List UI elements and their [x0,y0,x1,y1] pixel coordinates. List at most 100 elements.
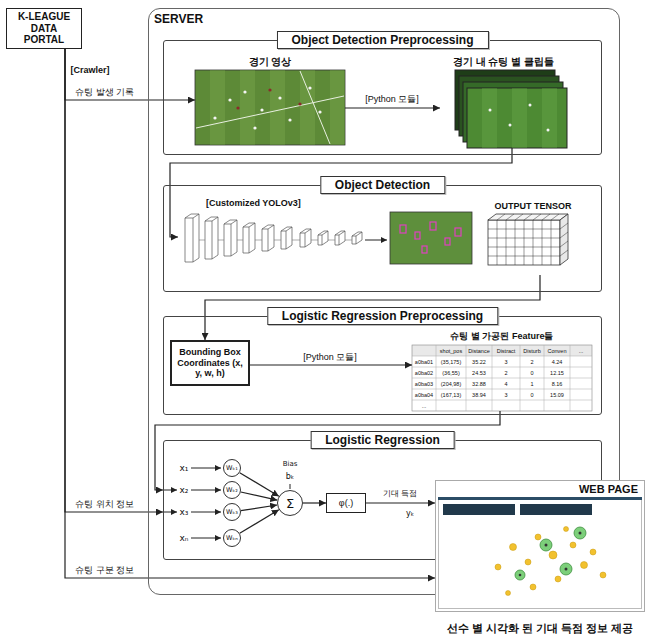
flow-connector [241,505,277,511]
connector-label-slot: 슈팅 발생 기록 [73,87,136,97]
web-page-screenshot [545,544,548,547]
label-slot: 4.24 [552,358,563,364]
web-page-screenshot [600,572,606,578]
feature-table-grid [412,345,592,356]
flow-connector [345,107,440,108]
label-slot: x₃ [180,507,189,517]
annotation-label: (204,98) [441,380,462,386]
node-text: Σ [286,496,294,511]
neuron-circle: Wₖₙ [223,529,241,547]
text-slot: WEB PAGE [436,481,644,496]
yolo-network [199,240,352,241]
figure-block: 경기 내 슈팅 별 클립들 [440,54,567,148]
label-slot: 선수 별 시각화 된 기대 득점 정보 제공 [447,622,633,635]
label-slot: 3 [504,358,507,364]
connector-label: 슈팅 발생 기록 [75,87,134,97]
process-box: φ(.) [326,493,366,513]
match-video-frame [240,71,255,145]
panel-tab: Object Detection Preprocessing [276,31,488,49]
label-slot: 4 [504,380,507,386]
annotation-label: Bias [283,460,298,468]
text-slot: Σ [286,497,294,510]
connector-label-slot: [Python 모듈] [363,94,421,104]
text-slot: 슈팅 별 가공된 Feature들 [412,328,592,342]
neuron-circle: Σ [277,490,303,516]
web-page-screenshot [519,532,582,577]
label-slot: 15.09 [550,391,564,397]
detection-frame [445,238,450,245]
label-slot: Distract [497,347,516,353]
yolo-network [243,223,255,253]
annotation-label: 2 [504,369,507,375]
match-video-frame [260,108,263,111]
web-page-screenshot [535,534,541,540]
stage-panel: Object Detection Preprocessing경기 영상경기 내 … [163,40,602,155]
match-video-frame [243,90,246,93]
shot-clip-stack [529,104,532,107]
shot-clip-stack [467,88,567,148]
label-slot: 2 [504,369,507,375]
yolo-network [224,220,237,256]
neuron-input-arrow [164,512,177,513]
match-video-frame [195,70,345,145]
label-slot: Disturb [523,347,540,353]
panel-tab: Logistic Regression [310,431,455,449]
stage-panel: Logistic Regression PreprocessingBoundin… [163,316,602,415]
match-video-frame [330,71,345,145]
label-slot: a0ba03 [415,380,433,386]
annotation-label: 2 [530,358,533,364]
connector-label-slot: 슈팅 구분 정보 [73,565,136,575]
web-page-screenshot [495,564,501,570]
connector-label-slot: [Python 모듈] [301,352,359,362]
annotation-label: a0ba01 [415,358,433,364]
shot-clip-stack [547,129,550,132]
annotation-label: 32.88 [472,380,486,386]
annotation-label: yₖ [406,509,414,518]
label-slot: Conven [548,347,567,353]
web-page-screenshot [570,542,576,548]
flow-connector [241,492,278,500]
annotation-label: Conven [548,347,567,353]
annotation-label: 12.15 [550,369,564,375]
web-page-screenshot [560,563,572,575]
figure-block: 슈팅 별 가공된 Feature들 [412,328,592,411]
label-slot: a0ba04 [415,391,433,397]
node-text: K-LEAGUE DATA PORTAL [18,11,70,45]
web-page-screenshot [520,504,592,515]
web-page-screenshot [581,562,588,569]
text-slot: K-LEAGUE DATA PORTAL [10,11,78,46]
output-tensor-grid [560,214,568,265]
label-slot: (35,175) [441,358,462,364]
annotation-label: Distance [468,347,489,353]
web-page-screenshot [564,527,569,532]
yolo-network [205,217,218,259]
output-tensor-grid [560,223,568,256]
annotation-label: [Crawler] [70,65,109,75]
web-page-screenshot [525,559,531,565]
annotation-label: 0 [530,391,533,397]
node-text: Bounding Box Coordinates (x, y, w, h) [177,347,243,378]
shot-clip-stack [509,124,512,127]
feature-table-grid [412,345,592,411]
match-video-frame [195,70,345,145]
annotation-label: 4 [504,380,507,386]
web-page-screenshot [443,504,515,515]
web-page-screenshot [515,570,525,580]
text-slot: Bounding Box Coordinates (x, y, w, h) [175,347,245,378]
shot-clip-stack [489,109,492,112]
connector-label: 슈팅 구분 정보 [75,565,134,575]
neuron-input-arrow [164,490,177,491]
connector-label-slot: 슈팅 위치 정보 [73,499,136,509]
flow-connector [155,411,500,490]
yolo-network [335,231,345,245]
node-text: Wₖ₃ [226,508,238,516]
match-video-frame [213,86,321,129]
label-slot: [Crawler] [70,65,109,75]
match-video-frame [300,71,315,145]
web-page-screenshot [438,497,642,609]
match-video-frame [236,106,239,109]
annotation-label: a0ba04 [415,391,433,397]
neuron-circle: Wₖ₁ [223,459,241,477]
label-slot: 2 [530,358,533,364]
detection-frame [430,222,436,230]
